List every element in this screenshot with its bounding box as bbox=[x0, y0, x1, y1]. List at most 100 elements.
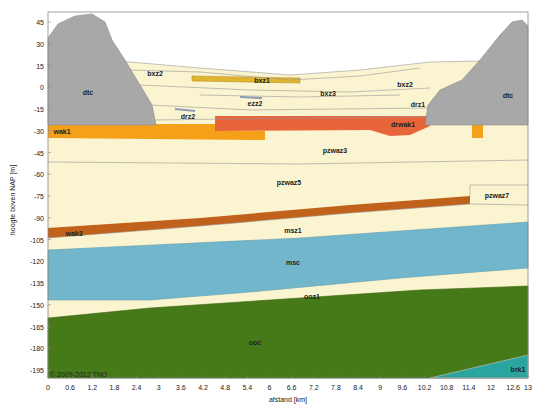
tick-mark bbox=[158, 375, 159, 378]
tick-label: 7.8 bbox=[331, 384, 341, 391]
tick-label: -90 bbox=[34, 214, 44, 221]
layer-label: drz2 bbox=[181, 113, 195, 120]
tick-mark bbox=[48, 65, 51, 66]
ooc-layer bbox=[48, 286, 528, 378]
tick-mark bbox=[48, 196, 51, 197]
layer-label: wak3 bbox=[65, 230, 82, 237]
tick-mark bbox=[291, 375, 292, 378]
tick-mark bbox=[48, 348, 51, 349]
layer-label: drwak1 bbox=[391, 121, 415, 128]
layer-label: brk1 bbox=[511, 366, 526, 373]
axis-ticks bbox=[48, 22, 528, 378]
tick-mark bbox=[180, 375, 181, 378]
tick-mark bbox=[358, 375, 359, 378]
tick-label: 6 bbox=[268, 384, 272, 391]
tick-mark bbox=[48, 375, 49, 378]
tick-label: 0.6 bbox=[65, 384, 75, 391]
wak3-layer bbox=[48, 196, 470, 238]
tick-mark bbox=[528, 375, 529, 378]
layer-label: bxz2 bbox=[147, 70, 163, 77]
tick-label: 8.4 bbox=[353, 384, 363, 391]
layer-label: msz1 bbox=[284, 227, 302, 234]
tick-mark bbox=[48, 217, 51, 218]
tick-mark bbox=[313, 375, 314, 378]
tick-label: 4.2 bbox=[198, 384, 208, 391]
tick-label: -105 bbox=[30, 236, 44, 243]
tick-label: -75 bbox=[34, 193, 44, 200]
tick-mark bbox=[136, 375, 137, 378]
tick-label: -195 bbox=[30, 367, 44, 374]
tick-mark bbox=[48, 283, 51, 284]
layer-label: pzwaz3 bbox=[323, 147, 348, 154]
tick-mark bbox=[48, 22, 51, 23]
tick-mark bbox=[225, 375, 226, 378]
tick-label: 4.8 bbox=[220, 384, 230, 391]
layer-label: dtc bbox=[83, 89, 94, 96]
tick-label: 5.4 bbox=[242, 384, 252, 391]
tick-label: 9 bbox=[378, 384, 382, 391]
tick-mark bbox=[203, 375, 204, 378]
tick-mark bbox=[48, 174, 51, 175]
axis-title: afstand [km] bbox=[269, 396, 307, 403]
wak1-layer bbox=[472, 125, 483, 138]
tick-mark bbox=[380, 375, 381, 378]
layer-label: ooc bbox=[249, 339, 261, 346]
layer-label: wak1 bbox=[53, 128, 70, 135]
layer-label: bxz2 bbox=[397, 81, 413, 88]
tick-label: 13 bbox=[524, 384, 532, 391]
msc-layer bbox=[48, 222, 528, 300]
tick-mark bbox=[48, 370, 51, 371]
tick-label: -45 bbox=[34, 149, 44, 156]
tick-mark bbox=[48, 261, 51, 262]
tick-label: -135 bbox=[30, 280, 44, 287]
tick-label: -60 bbox=[34, 171, 44, 178]
tick-label: 9.6 bbox=[398, 384, 408, 391]
tick-label: 2.4 bbox=[132, 384, 142, 391]
tick-label: -30 bbox=[34, 127, 44, 134]
brk1-layer bbox=[430, 355, 528, 378]
tick-label: -165 bbox=[30, 323, 44, 330]
tick-mark bbox=[468, 375, 469, 378]
layer-label: dtc bbox=[503, 92, 514, 99]
tick-mark bbox=[48, 304, 51, 305]
tick-label: -150 bbox=[30, 301, 44, 308]
tick-label: -180 bbox=[30, 345, 44, 352]
tick-mark bbox=[48, 87, 51, 88]
tick-mark bbox=[114, 375, 115, 378]
watermark: © 2009-2012 TNO bbox=[50, 371, 107, 378]
layer-label: msc bbox=[286, 259, 300, 266]
lens bbox=[175, 108, 195, 112]
tick-mark bbox=[247, 375, 248, 378]
tick-label: 6.6 bbox=[287, 384, 297, 391]
tick-label: 30 bbox=[36, 40, 44, 47]
dtc-block bbox=[48, 14, 156, 125]
tick-label: 3 bbox=[157, 384, 161, 391]
tick-label: 3.6 bbox=[176, 384, 186, 391]
tick-mark bbox=[335, 375, 336, 378]
tick-mark bbox=[269, 375, 270, 378]
tick-label: 45 bbox=[36, 19, 44, 26]
tick-label: 10.8 bbox=[440, 384, 454, 391]
tick-mark bbox=[48, 239, 51, 240]
layer-label: ezz2 bbox=[248, 100, 263, 107]
tick-label: 0 bbox=[46, 384, 50, 391]
tick-mark bbox=[424, 375, 425, 378]
tick-label: 12.6 bbox=[506, 384, 520, 391]
tick-label: 11.4 bbox=[462, 384, 475, 391]
tick-mark bbox=[48, 43, 51, 44]
layer-label: bxz3 bbox=[320, 90, 336, 97]
tick-label: -120 bbox=[30, 258, 44, 265]
tick-mark bbox=[491, 375, 492, 378]
tick-mark bbox=[48, 109, 51, 110]
layer-label: pzwaz5 bbox=[277, 179, 302, 186]
tick-label: 15 bbox=[36, 62, 44, 69]
tick-mark bbox=[513, 375, 514, 378]
layer-label: drz1 bbox=[411, 101, 425, 108]
tick-label: 7.2 bbox=[309, 384, 319, 391]
tick-label: 1.8 bbox=[110, 384, 120, 391]
tick-label: 0 bbox=[40, 84, 44, 91]
layer-label: ooz1 bbox=[304, 293, 320, 300]
plot-ground bbox=[48, 12, 528, 378]
tick-mark bbox=[402, 375, 403, 378]
tick-mark bbox=[48, 152, 51, 153]
